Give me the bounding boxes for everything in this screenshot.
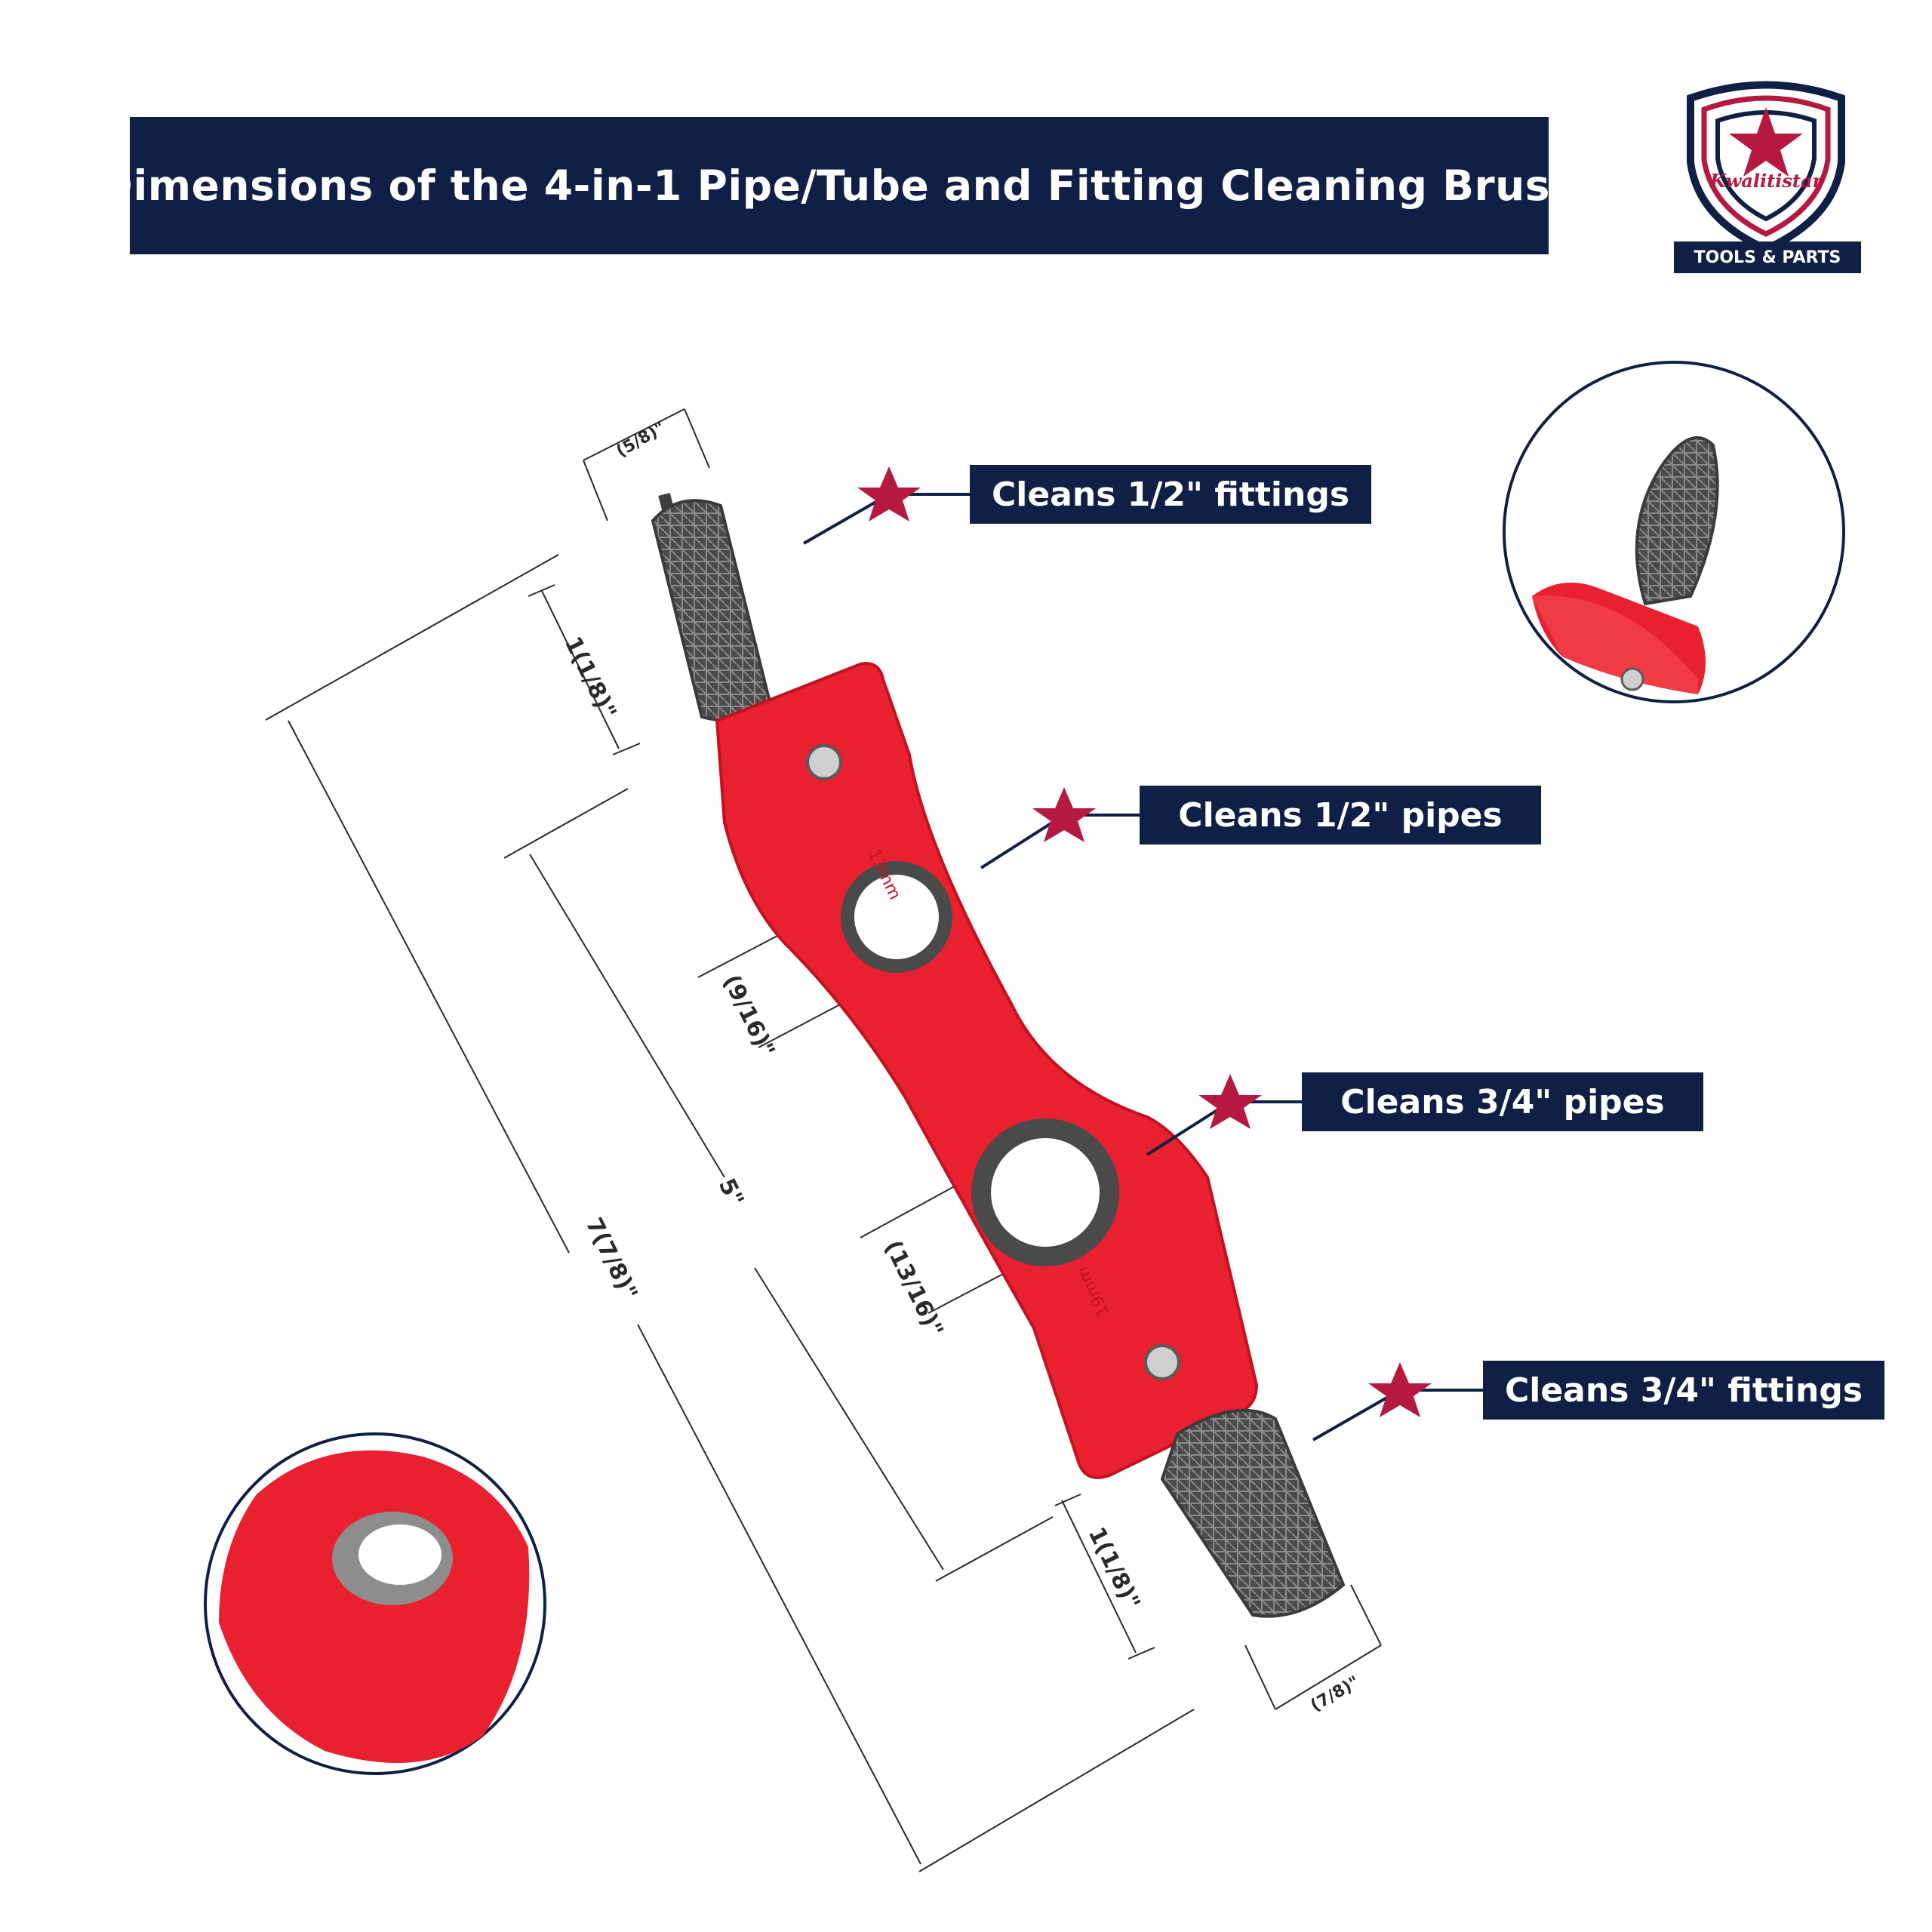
dim-top-brush-width: (5/8)": [614, 418, 669, 461]
bottom-screw-icon: [1144, 1344, 1180, 1380]
callout-fittings-half: Cleans 1/2" fittings: [970, 465, 1371, 524]
small-hole: [854, 875, 939, 959]
bottom-wire-brush: [1160, 1408, 1346, 1618]
title-banner: Dimensions of the 4-in-1 Pipe/Tube and F…: [98, 117, 1580, 254]
top-wire-brush: [651, 493, 772, 722]
large-hole: [991, 1138, 1100, 1247]
callout-fittings-three-quarter: Cleans 3/4" fittings: [1483, 1361, 1884, 1420]
dim-large-hole: (13/16)": [879, 1236, 949, 1341]
dim-body-length: 5": [713, 1174, 749, 1211]
callout-pipes-three-quarter: Cleans 3/4" pipes: [1302, 1072, 1703, 1131]
page-title: Dimensions of the 4-in-1 Pipe/Tube and F…: [98, 162, 1580, 210]
logo-tagline: TOOLS & PARTS: [1674, 242, 1861, 273]
detail-circle-hole: [204, 1432, 546, 1775]
dim-small-hole: (9/16)": [718, 971, 780, 1061]
dim-top-brush-length: 1(1/8)": [559, 632, 622, 723]
dim-bottom-brush-width: (7/8)": [1308, 1672, 1363, 1715]
callout-star-icon: [1032, 787, 1096, 842]
callout-star-icon: [857, 466, 921, 521]
dim-bottom-brush-length: 1(1/8)": [1083, 1523, 1146, 1614]
dim-overall-length: 7(7/8)": [580, 1214, 643, 1304]
callout-star-icon: [1368, 1362, 1432, 1417]
callout-pipes-half: Cleans 1/2" pipes: [1140, 786, 1541, 844]
top-screw-icon: [806, 744, 842, 780]
tool-body: 13mm 19mm: [715, 662, 1259, 1479]
callout-star-icon: [1198, 1074, 1262, 1129]
detail-circle-brush: [1503, 361, 1845, 703]
